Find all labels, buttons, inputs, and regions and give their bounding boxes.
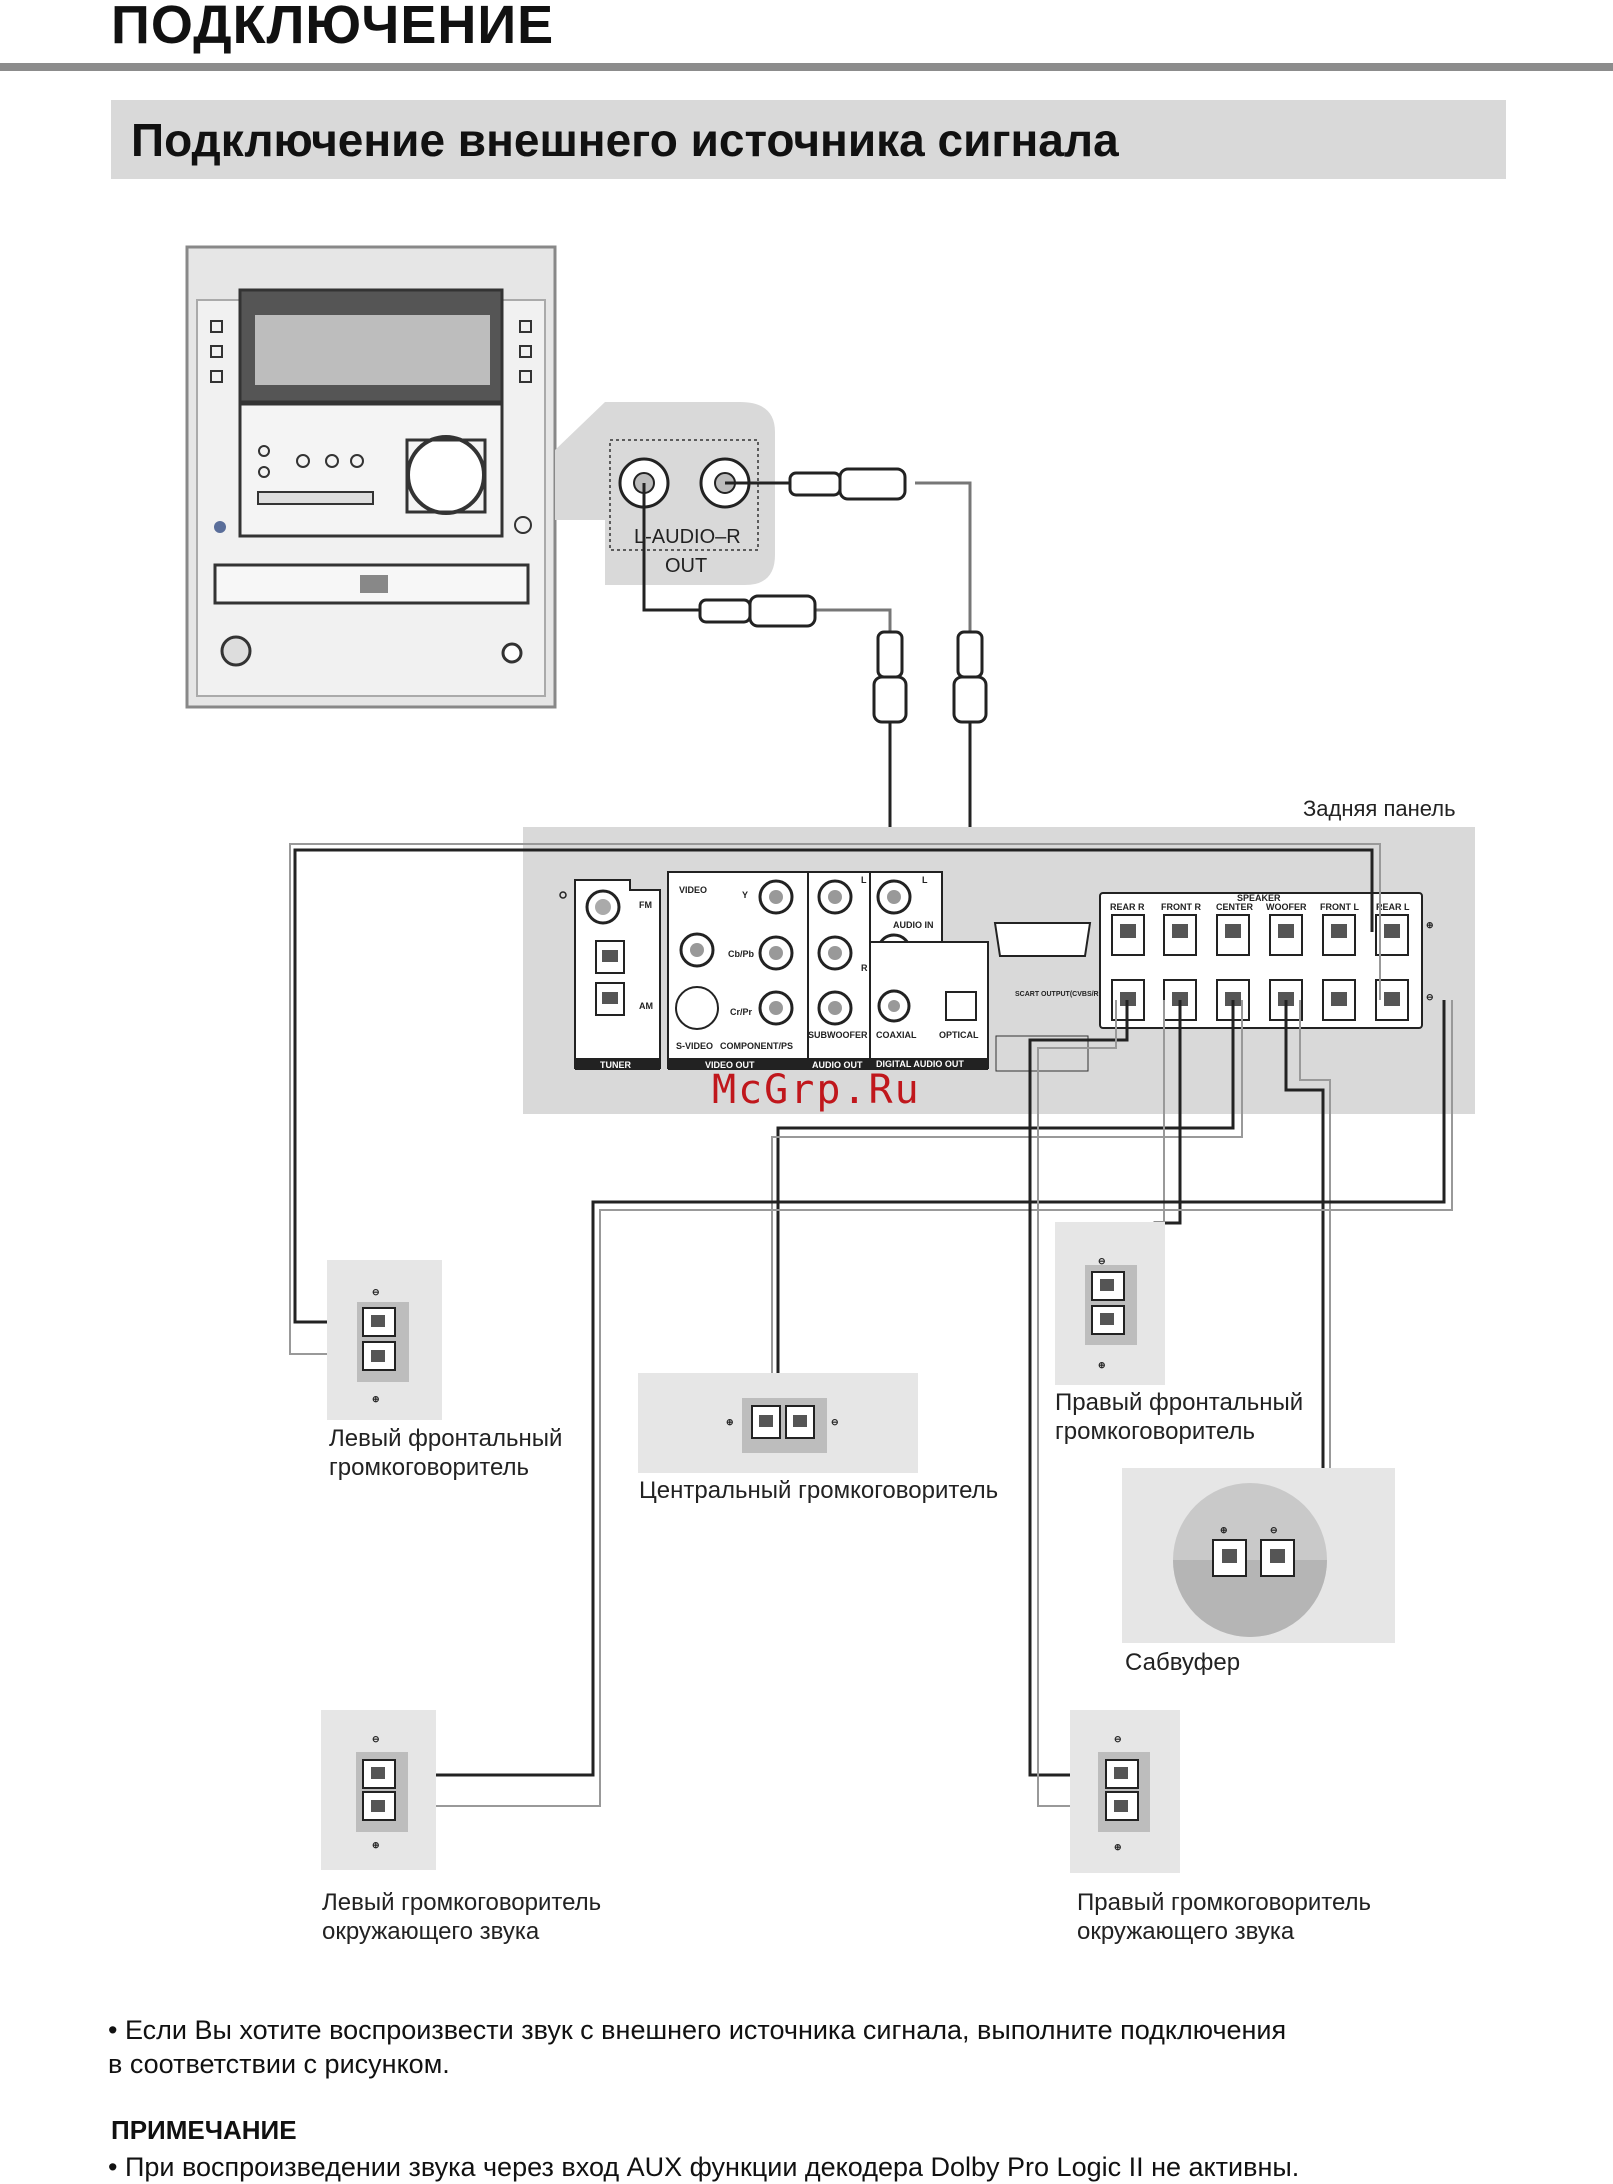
audio-out-jacks-callout: L-AUDIO–R OUT (555, 402, 775, 585)
instruction-bullet: • Если Вы хотите воспроизвести звук с вн… (108, 2015, 1287, 2079)
speaker-front-left: ⊖ ⊕ (327, 1260, 442, 1420)
svg-text:⊕: ⊕ (726, 1417, 734, 1427)
audio-out-label: AUDIO OUT (812, 1060, 863, 1070)
fm-label: FM (639, 900, 652, 910)
video-out-label: VIDEO OUT (705, 1060, 755, 1070)
video-label: VIDEO (679, 885, 707, 895)
svg-text:⊖: ⊖ (1270, 1525, 1278, 1535)
section-title: Подключение внешнего источника сигнала (131, 114, 1119, 166)
speaker-surround-right: ⊖ ⊕ (1070, 1710, 1180, 1873)
crpr-label: Cr/Pr (730, 1007, 753, 1017)
svg-text:⊖: ⊖ (372, 1287, 380, 1297)
caption-center: Центральный громкоговоритель (639, 1477, 999, 1504)
front-l-label: FRONT L (1320, 902, 1359, 912)
title-rule (0, 63, 1613, 71)
tuner-label: TUNER (600, 1060, 631, 1070)
caption-front-right: Правый фронтальный громкоговоритель (1055, 1389, 1304, 1445)
speaker-center: ⊕ ⊖ (638, 1373, 918, 1473)
speaker-surround-left: ⊖ ⊕ (321, 1710, 436, 1870)
r-label: R (861, 963, 868, 973)
rear-l-label: REAR L (1376, 902, 1410, 912)
digital-audio-out-label: DIGITAL AUDIO OUT (876, 1059, 964, 1069)
caption-surround-right: Правый громкоговоритель окружающего звук… (1077, 1889, 1372, 1945)
svideo-label: S-VIDEO (676, 1041, 713, 1051)
speaker-subwoofer: ⊕ ⊖ (1122, 1468, 1395, 1643)
speaker-terminals (1111, 914, 1409, 1021)
l-label-2: L (922, 875, 928, 885)
caption-front-left: Левый фронтальный громкоговоритель (329, 1425, 563, 1481)
note-bullet: • При воспроизведении звука через вход A… (108, 2152, 1300, 2182)
jack-label: L-AUDIO–R (634, 526, 741, 548)
svg-text:⊕: ⊕ (372, 1840, 380, 1850)
svg-text:⊖: ⊖ (372, 1734, 380, 1744)
coaxial-label: COAXIAL (876, 1030, 917, 1040)
component-label: COMPONENT/PS (720, 1041, 793, 1051)
svg-text:⊕: ⊕ (1098, 1360, 1106, 1370)
caption-subwoofer: Сабвуфер (1125, 1649, 1241, 1676)
svg-text:⊕: ⊕ (372, 1394, 380, 1404)
speaker-label: SPEAKER (1237, 893, 1281, 903)
svg-text:⊖: ⊖ (831, 1417, 839, 1427)
audio-cables (642, 467, 988, 952)
rear-panel-sections: TUNER FM AM VIDEO OUT VIDEO Y Cb/Pb Cr/P… (559, 871, 1434, 1072)
page-title: ПОДКЛЮЧЕНИЕ (111, 0, 555, 55)
rear-r-label: REAR R (1110, 902, 1145, 912)
svg-text:⊕: ⊕ (1114, 1842, 1122, 1852)
cbpb-label: Cb/Pb (728, 949, 755, 959)
caption-surround-left: Левый громкоговоритель окружающего звука (322, 1889, 602, 1945)
audio-in-label: AUDIO IN (893, 920, 934, 930)
watermark: McGrp.Ru (712, 1067, 921, 1113)
note-title: ПРИМЕЧАНИЕ (111, 2115, 297, 2145)
panel-minus: ⊖ (1426, 992, 1434, 1002)
woofer-label: WOOFER (1266, 902, 1307, 912)
speaker-front-right: ⊖ ⊕ (1055, 1222, 1165, 1385)
jack-out-label: OUT (665, 555, 707, 577)
y-label: Y (742, 890, 748, 900)
subwoofer-panel-label: SUBWOOFER (808, 1030, 868, 1040)
center-label: CENTER (1216, 902, 1254, 912)
svg-text:⊖: ⊖ (1114, 1734, 1122, 1744)
l-label: L (861, 875, 867, 885)
external-source-device (185, 245, 557, 709)
svg-text:⊕: ⊕ (1220, 1525, 1228, 1535)
section-header: Подключение внешнего источника сигнала (111, 100, 1506, 179)
optical-label: OPTICAL (939, 1030, 979, 1040)
scart-label: SCART OUTPUT(CVBS/RGB) (1015, 991, 1111, 998)
svg-text:⊖: ⊖ (1098, 1256, 1106, 1266)
front-r-label: FRONT R (1161, 902, 1201, 912)
rear-panel-label: Задняя панель (1303, 796, 1456, 821)
am-label: AM (639, 1001, 653, 1011)
panel-plus: ⊕ (1426, 920, 1434, 930)
